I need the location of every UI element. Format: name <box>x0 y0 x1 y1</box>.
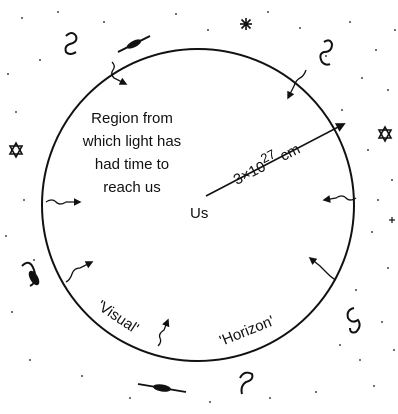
wavy-arrow-icon <box>66 262 92 282</box>
wavy-arrow-icon <box>158 320 168 346</box>
svg-text:3×1027 cm: 3×1027 cm <box>228 135 303 188</box>
star-of-david-icon <box>10 143 22 157</box>
radius-label-unit: cm <box>274 141 303 167</box>
spiral-galaxy-icon <box>320 40 332 64</box>
spiral-galaxy-icon <box>66 33 77 54</box>
edge-on-galaxy-icon <box>118 36 150 52</box>
spiral-galaxy-icon <box>22 263 41 287</box>
radius-label: 3×1027 cm <box>228 135 303 188</box>
spiral-galaxy-icon <box>348 308 360 333</box>
wavy-arrow-icon <box>324 196 356 200</box>
wavy-arrow-icon <box>310 258 336 280</box>
region-label-line-2: which light has <box>82 133 181 150</box>
edge-on-galaxy-icon <box>138 383 186 393</box>
star-of-david-icon <box>379 127 391 141</box>
light-arrows <box>46 62 356 346</box>
region-label-line-1: Region from <box>91 110 173 127</box>
us-label: Us <box>190 205 208 222</box>
spiral-galaxy-icon <box>240 373 252 394</box>
region-label-line-4: reach us <box>103 179 161 196</box>
star-burst-icon <box>389 217 395 223</box>
star-burst-icon <box>240 18 252 30</box>
region-label-line-3: had time to <box>95 156 169 173</box>
wavy-arrow-icon <box>46 200 80 204</box>
visual-label: 'Visual' <box>94 297 142 337</box>
